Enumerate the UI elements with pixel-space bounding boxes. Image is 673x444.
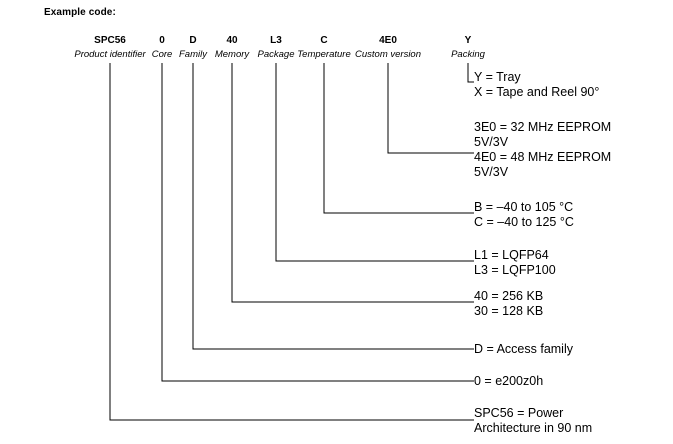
leader-line-product-identifier (109, 63, 474, 421)
description-line: 5V/3V (474, 165, 509, 179)
description-line: X = Tape and Reel 90° (474, 85, 600, 99)
segment-code-0: SPC56 (94, 35, 126, 46)
segment-label-1: Core (151, 49, 173, 60)
segment-label-0: Product identifier (74, 49, 146, 60)
description-line: 4E0 = 48 MHz EEPROM (474, 150, 612, 164)
leader-line-custom-version (387, 63, 474, 154)
segment-label-7: Packing (451, 49, 485, 60)
segment-code-3: 40 (226, 35, 238, 46)
segment-code-5: C (320, 35, 328, 46)
leader-line-temperature (323, 63, 474, 214)
description-line: L1 = LQFP64 (474, 248, 549, 262)
description-line: C = –40 to 125 °C (474, 215, 574, 229)
leader-line-package (275, 63, 474, 262)
leader-line-packing (467, 63, 474, 83)
description-family: D = Access family (474, 342, 573, 357)
description-line: D = Access family (474, 342, 573, 356)
description-line: Architecture in 90 nm (474, 421, 593, 435)
description-line: L3 = LQFP100 (474, 263, 556, 277)
description-line: 40 = 256 KB (474, 289, 544, 303)
segment-code-6: 4E0 (379, 35, 397, 46)
segment-label-2: Family (179, 49, 207, 60)
segment-label-4: Package (257, 49, 295, 60)
description-line: 5V/3V (474, 135, 509, 149)
segment-label-6: Custom version (355, 49, 421, 60)
description-line: SPC56 = Power (474, 406, 564, 420)
leader-line-memory (231, 63, 474, 303)
segment-code-1: 0 (159, 35, 165, 46)
description-line: Y = Tray (474, 70, 521, 84)
description-line: 3E0 = 32 MHz EEPROM (474, 120, 612, 134)
leader-line-core (161, 63, 474, 382)
segment-code-7: Y (464, 35, 472, 46)
description-core: 0 = e200z0h (474, 374, 543, 389)
segment-code-2: D (189, 35, 197, 46)
description-line: 30 = 128 KB (474, 304, 544, 318)
page-title: Example code: (44, 7, 116, 18)
description-line: 0 = e200z0h (474, 374, 544, 388)
segment-code-4: L3 (270, 35, 282, 46)
segment-label-5: Temperature (297, 49, 351, 60)
leader-line-family (192, 63, 474, 350)
description-line: B = –40 to 105 °C (474, 200, 574, 214)
segment-label-3: Memory (214, 49, 250, 60)
